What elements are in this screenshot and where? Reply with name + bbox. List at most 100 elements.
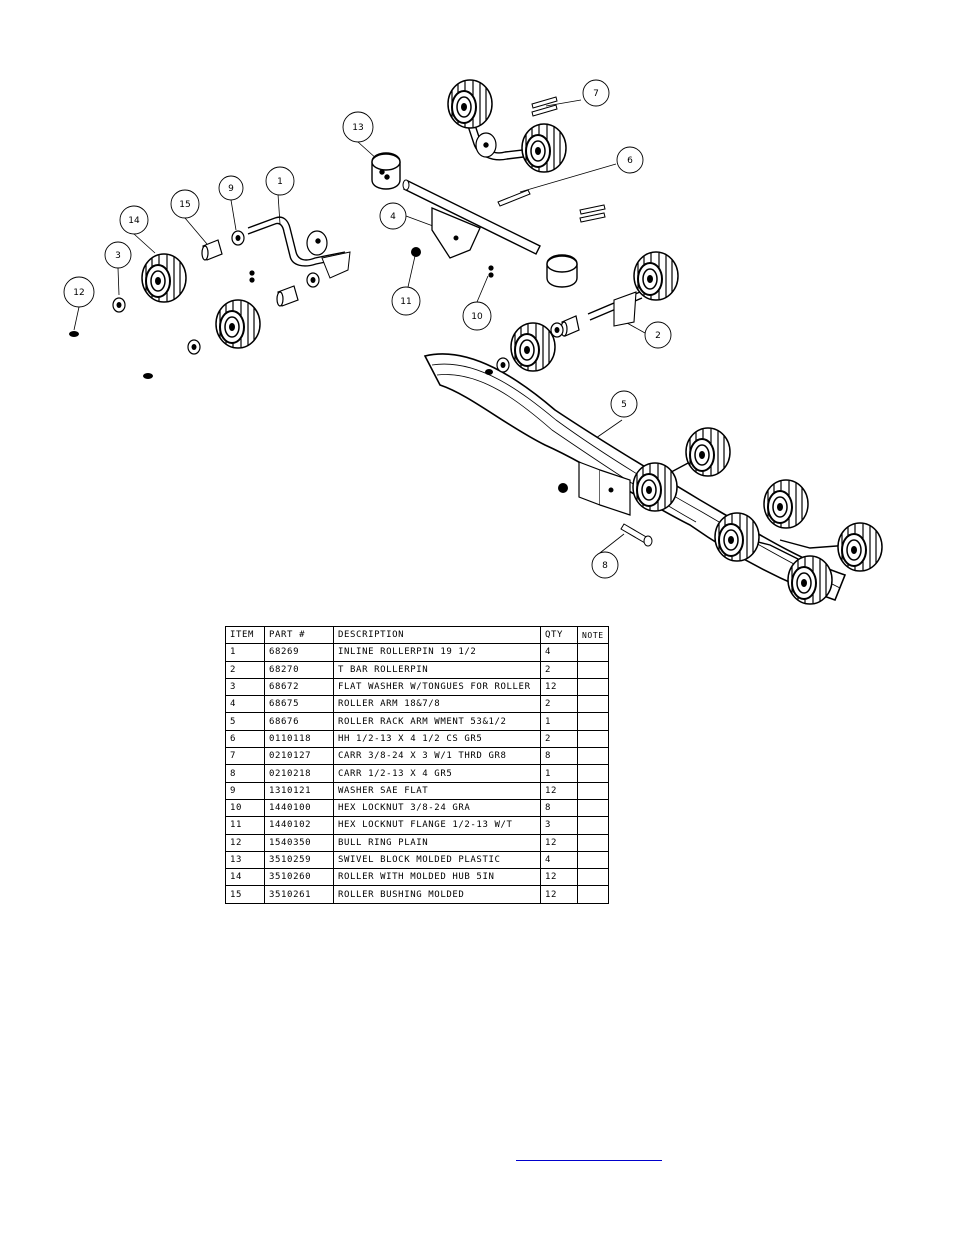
cell-part: 68672 (264, 677, 334, 697)
callout-11: 11 (391, 286, 421, 316)
callout-9: 9 (218, 175, 244, 201)
cell-item: 8 (225, 764, 265, 783)
cell-description: ROLLER WITH MOLDED HUB 5IN (333, 868, 541, 887)
cell-item: 9 (225, 781, 265, 800)
footer-link[interactable] (516, 1148, 662, 1161)
cell-qty: 3 (540, 816, 578, 835)
cell-description: ROLLER RACK ARM WMENT 53&1/2 (333, 712, 541, 731)
cell-part: 1440102 (264, 816, 334, 835)
cell-description: HH 1/2-13 X 4 1/2 CS GR5 (333, 729, 541, 749)
cell-item: 12 (225, 833, 265, 852)
cell-qty: 12 (540, 781, 578, 800)
cell-note (577, 798, 609, 818)
cell-note (577, 781, 609, 800)
roller-bushings (201, 239, 580, 337)
cell-qty: 4 (540, 850, 578, 870)
callout-15: 15 (170, 189, 200, 219)
cell-qty: 2 (540, 695, 578, 714)
svg-text:12: 12 (73, 288, 84, 298)
inline-rollerpin (247, 216, 351, 279)
cell-description: SWIVEL BLOCK MOLDED PLASTIC (333, 850, 541, 870)
cell-note (577, 764, 609, 783)
cell-part: 0210127 (264, 747, 334, 766)
t-bar-rollerpin (587, 291, 643, 327)
cell-part: 68269 (264, 643, 334, 662)
cell-item: 5 (225, 712, 265, 731)
cell-qty: 8 (540, 798, 578, 818)
cell-part: 1310121 (264, 781, 334, 800)
svg-text:11: 11 (400, 297, 411, 307)
cell-item: 15 (225, 885, 265, 904)
cell-item: 10 (225, 798, 265, 818)
cell-description: T BAR ROLLERPIN (333, 660, 541, 679)
callout-10: 10 (462, 301, 492, 331)
cell-item: 4 (225, 695, 265, 714)
svg-text:7: 7 (593, 89, 599, 99)
svg-text:14: 14 (128, 216, 140, 226)
cell-qty: 4 (540, 643, 578, 662)
svg-text:1: 1 (277, 177, 283, 187)
roller-arm (402, 179, 541, 259)
cell-note (577, 868, 609, 887)
svg-text:4: 4 (390, 212, 396, 222)
callout-6: 6 (616, 146, 644, 174)
svg-text:3: 3 (115, 251, 121, 261)
cell-description: INLINE ROLLERPIN 19 1/2 (333, 643, 541, 662)
callout-12: 12 (63, 276, 95, 308)
hex-bolt (497, 189, 531, 207)
svg-text:13: 13 (352, 123, 363, 133)
cell-qty: 12 (540, 677, 578, 697)
cell-item: 1 (225, 643, 265, 662)
callout-3: 3 (104, 241, 132, 269)
cell-part: 68676 (264, 712, 334, 731)
cell-note (577, 833, 609, 852)
cell-note (577, 816, 609, 835)
cell-part: 68675 (264, 695, 334, 714)
cell-item: 11 (225, 816, 265, 835)
cell-qty: 12 (540, 833, 578, 852)
callout-1: 1 (265, 166, 295, 196)
top-roller-arm (463, 109, 541, 161)
cell-part: 0110118 (264, 729, 334, 749)
callout-5: 5 (610, 390, 638, 418)
cell-part: 3510261 (264, 885, 334, 904)
callout-2: 2 (644, 321, 672, 349)
cell-item: 7 (225, 747, 265, 766)
cell-part: 0210218 (264, 764, 334, 783)
cell-description: WASHER SAE FLAT (333, 781, 541, 800)
cell-part: 3510259 (264, 850, 334, 870)
svg-text:15: 15 (179, 200, 190, 210)
carriage-bolts (531, 96, 606, 223)
small-parts (69, 247, 568, 493)
cell-description: BULL RING PLAIN (333, 833, 541, 852)
header-note: NOTE (577, 625, 609, 645)
callout-14: 14 (119, 205, 149, 235)
table-header-row: ITEM PART # DESCRIPTION QTY NOTE (225, 625, 609, 645)
header-qty: QTY (540, 625, 578, 645)
cell-description: ROLLER ARM 18&7/8 (333, 695, 541, 714)
cell-description: HEX LOCKNUT 3/8-24 GRA (333, 798, 541, 818)
cell-note (577, 712, 609, 731)
exploded-assembly-diagram: 1 2 3 4 5 6 7 8 9 10 11 12 13 14 15 (63, 79, 883, 605)
cell-note (577, 660, 609, 679)
cell-note (577, 677, 609, 697)
cell-note (577, 885, 609, 904)
cell-part: 1540350 (264, 833, 334, 852)
cell-qty: 1 (540, 712, 578, 731)
callout-7: 7 (582, 79, 610, 107)
callout-4: 4 (379, 202, 407, 230)
svg-text:8: 8 (602, 561, 608, 571)
